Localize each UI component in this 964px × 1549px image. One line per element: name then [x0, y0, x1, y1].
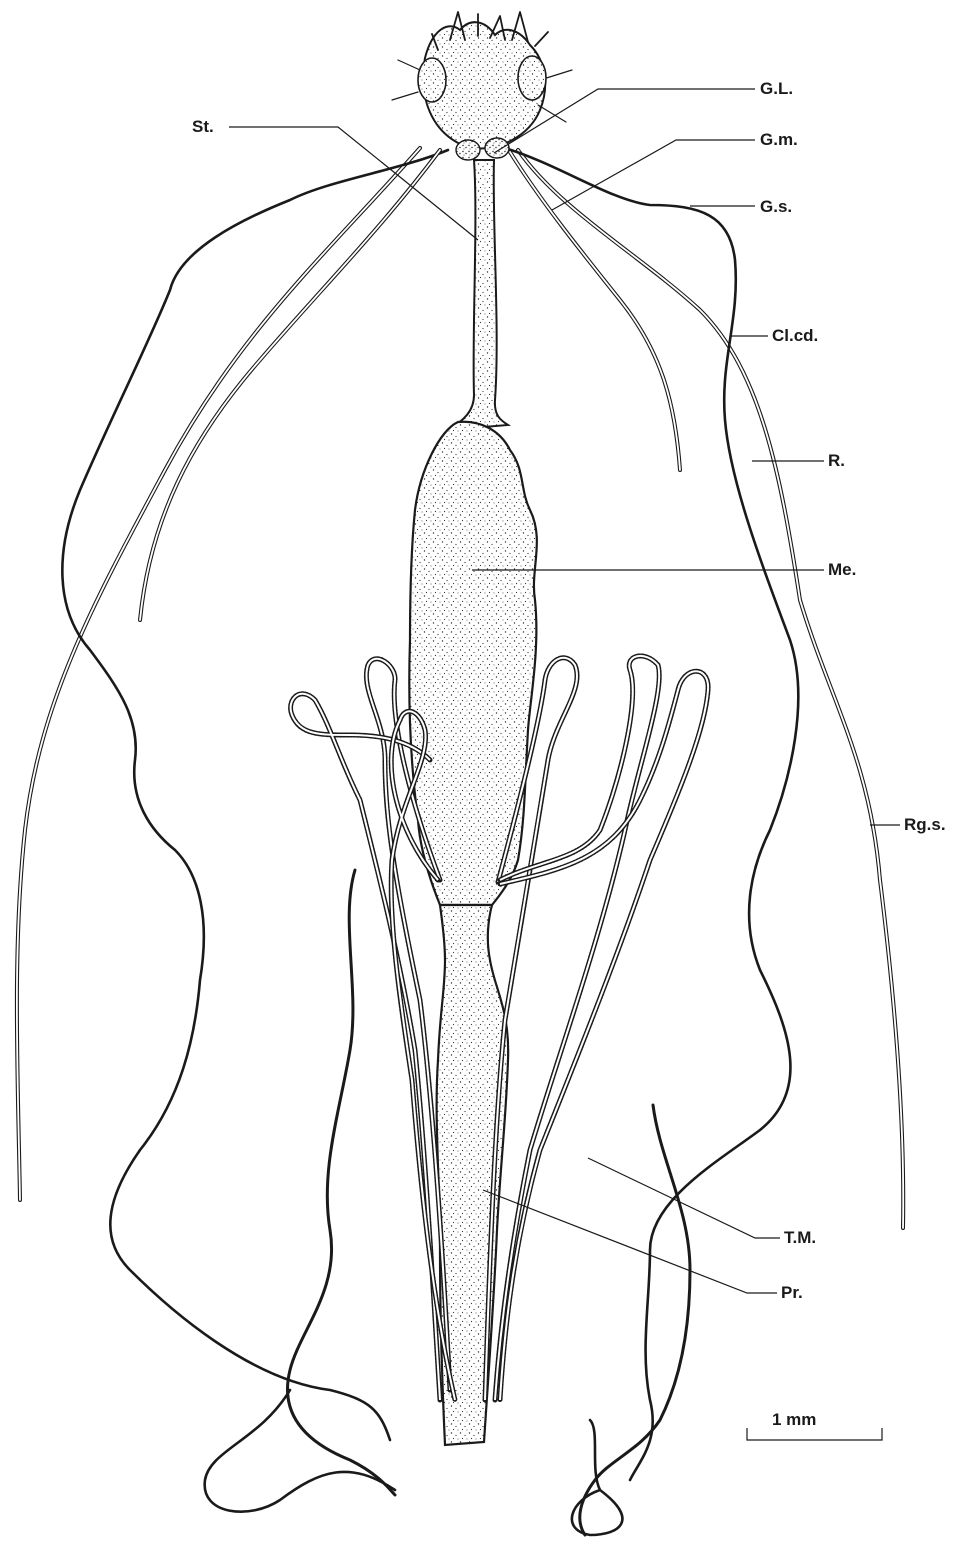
leader-gm	[552, 140, 755, 210]
label-rgs: Rg.s.	[904, 815, 946, 834]
head	[392, 12, 572, 160]
label-clcd: Cl.cd.	[772, 326, 818, 345]
label-pr: Pr.	[781, 1283, 803, 1302]
label-gm: G.m.	[760, 130, 798, 149]
midgut	[409, 422, 537, 905]
stomodeum	[448, 160, 508, 430]
label-r: R.	[828, 451, 845, 470]
scale-bar-label: 1 mm	[772, 1410, 816, 1429]
label-gl: G.L.	[760, 79, 793, 98]
label-me: Me.	[828, 560, 856, 579]
label-tm: T.M.	[784, 1228, 816, 1247]
scale-bar: 1 mm	[747, 1410, 882, 1440]
label-st: St.	[192, 117, 214, 136]
label-gs: G.s.	[760, 197, 792, 216]
salivary-glands	[140, 150, 680, 620]
